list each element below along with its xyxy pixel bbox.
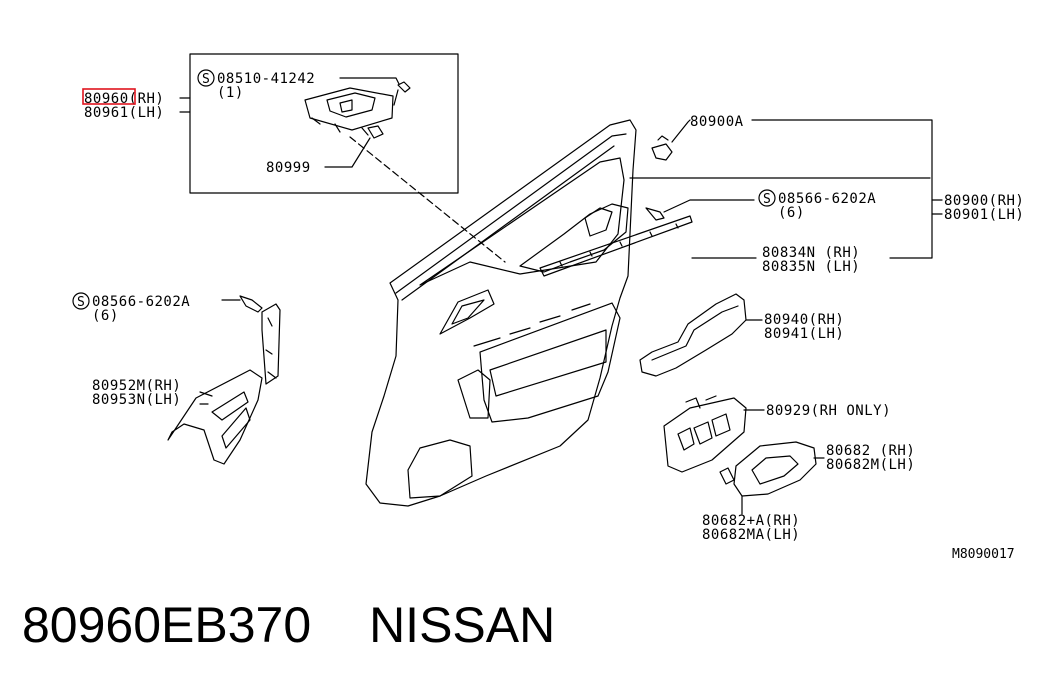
diagram-id: M8090017 <box>952 547 1015 562</box>
label-80961-lh[interactable]: 80961(LH) <box>84 105 164 121</box>
screw-08566-left-drawing <box>239 295 263 313</box>
label-80941-lh[interactable]: 80941(LH) <box>764 326 844 342</box>
label-screw-08566-mid[interactable]: 08566-6202A <box>778 191 876 207</box>
inset-box <box>189 53 459 194</box>
s-glyph-mid: S <box>763 192 771 207</box>
label-screw-08566-mid-qty: (6) <box>778 205 805 221</box>
screw-08510-drawing <box>393 81 411 106</box>
bracket-80960-drawing <box>304 87 394 131</box>
s-symbol-mid <box>758 189 776 207</box>
door-trim-panel-drawing <box>365 119 931 507</box>
label-80953N-lh[interactable]: 80953N(LH) <box>92 392 181 408</box>
footer-caption: 80960EB370 NISSAN <box>22 596 599 654</box>
label-80900-rh[interactable]: 80900(RH) <box>944 193 1024 209</box>
label-80682M-lh[interactable]: 80682M(LH) <box>826 457 915 473</box>
label-80940-rh[interactable]: 80940(RH) <box>764 312 844 328</box>
s-symbol-left <box>72 292 90 310</box>
label-80682MA-lh[interactable]: 80682MA(LH) <box>702 527 800 543</box>
label-80835N-lh[interactable]: 80835N (LH) <box>762 259 860 275</box>
handle-80682-drawing <box>719 441 817 497</box>
brand-name: NISSAN <box>369 597 556 653</box>
label-screw-08510[interactable]: 08510-41242 <box>217 71 315 87</box>
label-80960-rh[interactable]: 80960(RH) <box>84 91 164 107</box>
label-80952M-rh[interactable]: 80952M(RH) <box>92 378 181 394</box>
s-symbol-top <box>197 69 215 87</box>
label-80900A[interactable]: 80900A <box>690 114 744 130</box>
label-80929[interactable]: 80929(RH ONLY) <box>766 403 891 419</box>
label-screw-08566-left[interactable]: 08566-6202A <box>92 294 190 310</box>
label-80901-lh[interactable]: 80901(LH) <box>944 207 1024 223</box>
part-number: 80960EB370 <box>22 597 312 653</box>
seal-strip-80834N-drawing <box>539 215 693 277</box>
label-80682A-rh[interactable]: 80682+A(RH) <box>702 513 800 529</box>
armrest-80940-drawing <box>639 293 747 377</box>
label-screw-08510-qty: (1) <box>217 85 244 101</box>
clip-80999-drawing <box>367 125 384 139</box>
label-80682-rh[interactable]: 80682 (RH) <box>826 443 915 459</box>
highlight-box <box>82 88 136 105</box>
clip-80900A-drawing <box>651 135 673 161</box>
label-screw-08566-left-qty: (6) <box>92 308 119 324</box>
label-80999[interactable]: 80999 <box>266 160 311 176</box>
switch-80929-drawing <box>663 395 747 473</box>
label-80834N-rh[interactable]: 80834N (RH) <box>762 245 860 261</box>
s-glyph-top: S <box>202 72 210 87</box>
screw-08566-mid-drawing <box>645 207 665 221</box>
bracket-80952M-drawing <box>167 303 281 465</box>
s-glyph-left: S <box>77 295 85 310</box>
